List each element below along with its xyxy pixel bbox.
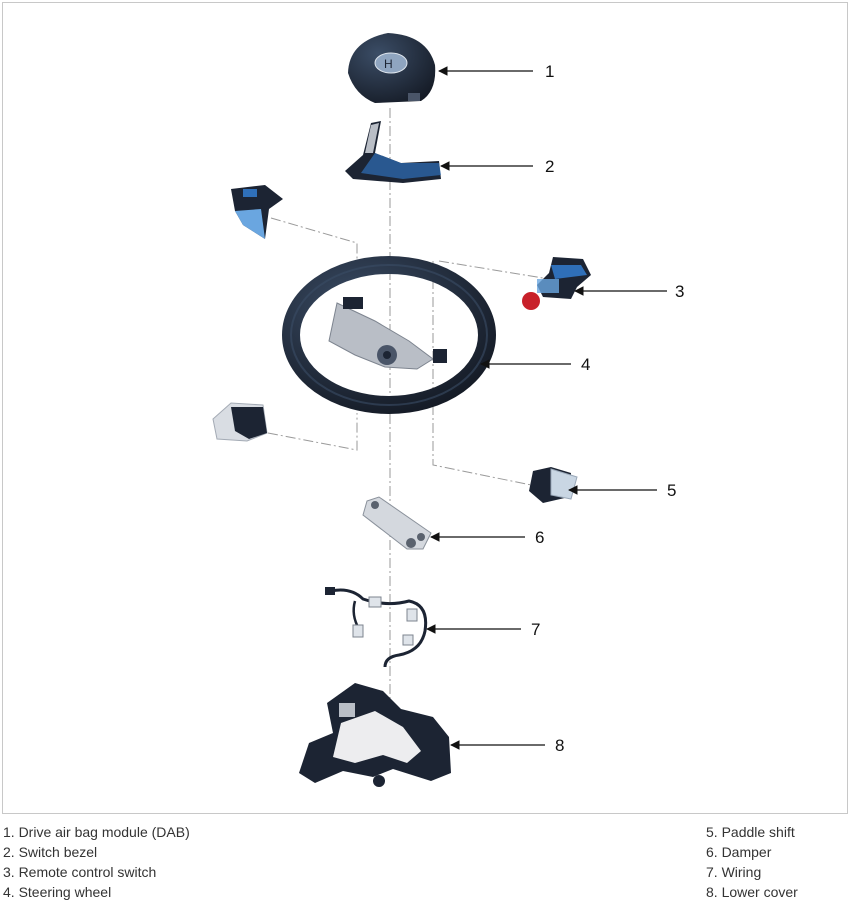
- callout-number: 7: [531, 620, 540, 639]
- paddle-shift-part: [529, 467, 578, 503]
- switch-bezel-part: [345, 121, 441, 183]
- callout-7: 7: [426, 620, 540, 639]
- legend-item: 8. Lower cover: [706, 884, 798, 900]
- callout-number: 3: [675, 282, 684, 301]
- paddle-shift-left-part: [212, 402, 268, 442]
- callout-3: 3: [574, 282, 684, 301]
- callout-number: 6: [535, 528, 544, 547]
- steering-wheel-part: [282, 256, 496, 414]
- callout-number: 4: [581, 355, 590, 374]
- callout-number: 5: [667, 481, 676, 500]
- legend-item: 1. Drive air bag module (DAB): [3, 824, 190, 840]
- remote-control-switch-left-part: [231, 185, 283, 239]
- damper-part: [362, 496, 432, 550]
- callout-number: 1: [545, 62, 554, 81]
- diagram-canvas: H: [212, 33, 684, 787]
- lower-cover-part: [299, 683, 451, 787]
- air-bag-module-part: H: [348, 33, 436, 103]
- legend-column-left: 1. Drive air bag module (DAB) 2. Switch …: [3, 822, 190, 902]
- callout-1: 1: [438, 62, 554, 81]
- legend-item: 4. Steering wheel: [3, 884, 112, 900]
- callout-8: 8: [450, 736, 564, 755]
- remote-control-switch-part: [522, 257, 591, 310]
- callout-4: 4: [480, 355, 590, 374]
- parts-legend: 1. Drive air bag module (DAB) 2. Switch …: [0, 822, 858, 912]
- legend-item: 2. Switch bezel: [3, 844, 98, 860]
- legend-item: 6. Damper: [706, 844, 772, 860]
- callout-5: 5: [568, 481, 676, 500]
- callout-number: 2: [545, 157, 554, 176]
- wiring-part: [325, 587, 428, 668]
- legend-item: 7. Wiring: [706, 864, 762, 880]
- legend-item: 3. Remote control switch: [3, 864, 157, 880]
- legend-column-right: 5. Paddle shift 6. Damper 7. Wiring 8. L…: [706, 822, 798, 902]
- exploded-diagram: H: [2, 2, 848, 814]
- legend-item: 5. Paddle shift: [706, 824, 795, 840]
- callout-2: 2: [440, 157, 554, 176]
- svg-text:H: H: [384, 57, 393, 71]
- callout-number: 8: [555, 736, 564, 755]
- callout-6: 6: [430, 528, 544, 547]
